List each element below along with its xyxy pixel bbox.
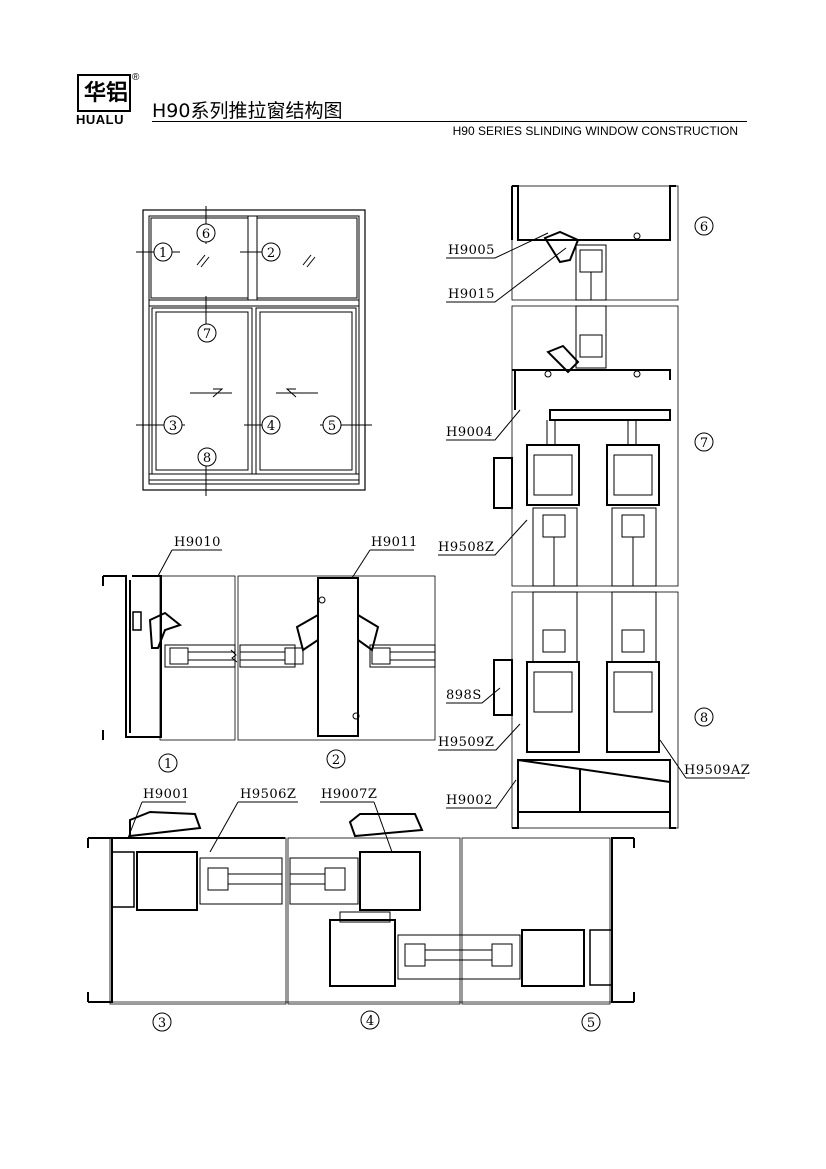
horizontal-section: [87, 801, 635, 1005]
section-label-1: 1: [164, 757, 172, 772]
page-subtitle: H90 SERIES SLINDING WINDOW CONSTRUCTION: [452, 124, 738, 138]
profile-label-h9005: H9005: [448, 243, 495, 258]
section-label-4: 4: [366, 1014, 374, 1029]
elevation-marker-3: 3: [169, 419, 177, 434]
window-elevation: [136, 206, 372, 496]
profile-label-h9509az: H9509AZ: [684, 763, 750, 778]
section-markers: [152, 216, 714, 1032]
elevation-marker-7: 7: [203, 327, 211, 342]
section-label-5: 5: [587, 1016, 595, 1031]
logo-chinese-text: 华铝: [83, 81, 128, 106]
hualu-logo: 华铝 HUALU ®: [76, 72, 139, 127]
section-label-8: 8: [700, 711, 708, 726]
elevation-marker-5: 5: [328, 419, 336, 434]
logo-frame: 华铝: [77, 74, 131, 112]
page-title: H90系列推拉窗结构图: [152, 100, 343, 122]
section-label-6: 6: [700, 220, 708, 235]
profile-label-h9015: H9015: [448, 287, 495, 302]
profile-label-h9506z: H9506Z: [240, 787, 296, 802]
registered-mark: ®: [132, 72, 140, 83]
profile-label-h9004: H9004: [446, 425, 493, 440]
profile-label-h9001: H9001: [143, 787, 190, 802]
logo-english-text: HUALU: [76, 112, 124, 127]
profile-label-h9002: H9002: [446, 793, 493, 808]
elevation-marker-8: 8: [203, 451, 211, 466]
section-label-7: 7: [700, 436, 708, 451]
profile-label-h9508z: H9508Z: [438, 540, 494, 555]
section-label-3: 3: [158, 1016, 166, 1031]
profile-label-h9509z: H9509Z: [438, 735, 494, 750]
section-label-2: 2: [332, 753, 340, 768]
elevation-marker-1: 1: [159, 246, 167, 261]
profile-label-h9010: H9010: [174, 535, 221, 550]
elevation-marker-6: 6: [202, 227, 210, 242]
vertical-section: [438, 185, 745, 829]
detail-1-2: [102, 549, 436, 741]
profile-label-898s: 898S: [446, 688, 482, 703]
title-divider: [152, 121, 747, 122]
profile-label-h9011: H9011: [371, 535, 418, 550]
elevation-marker-4: 4: [267, 419, 275, 434]
profile-label-h9007z: H9007Z: [321, 787, 377, 802]
elevation-marker-2: 2: [267, 246, 275, 261]
